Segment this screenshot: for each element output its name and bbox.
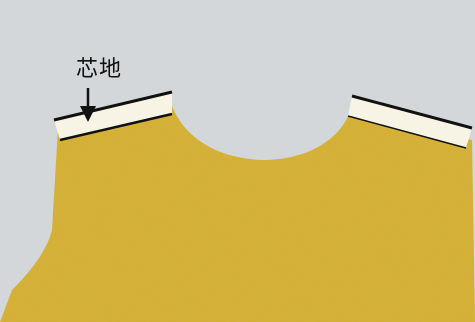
interfacing-label: 芯地 (76, 59, 122, 81)
